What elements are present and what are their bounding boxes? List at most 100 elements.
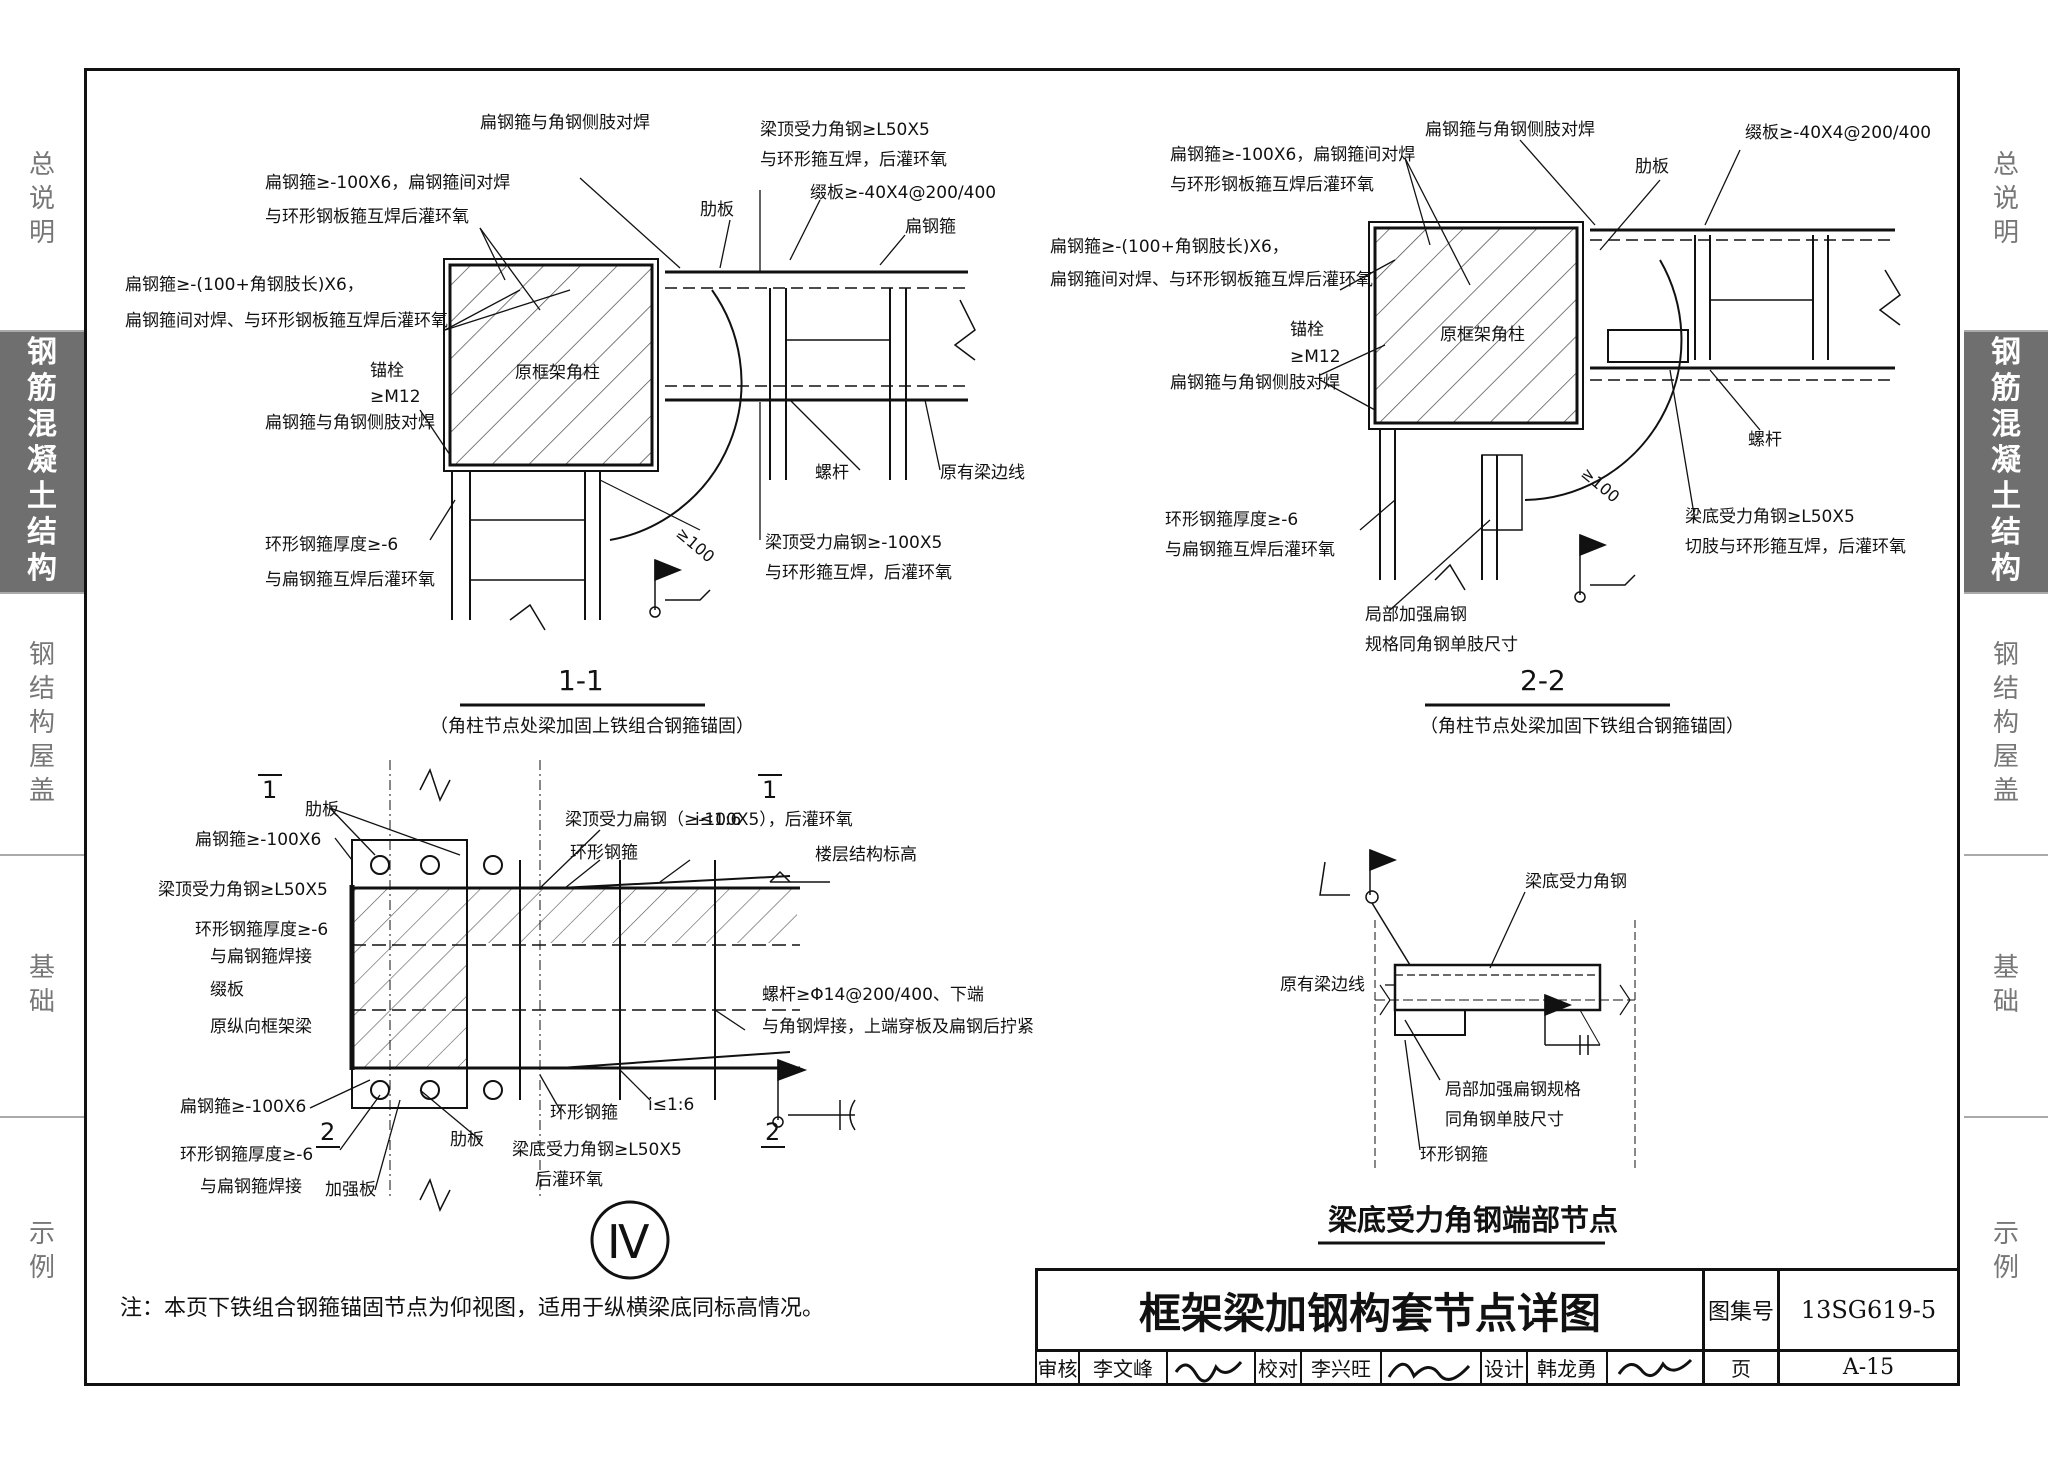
check-label: 校对 xyxy=(1254,1349,1302,1386)
sidebar-tab-char: 筋 xyxy=(27,371,57,406)
sidebar-tab-char: 钢 xyxy=(27,335,57,370)
sidebar-tab-char: 筋 xyxy=(1991,371,2021,406)
sidebar-tab-char: 础 xyxy=(1992,987,2019,1017)
sidebar-tab: 总说明 xyxy=(1964,68,2048,330)
s22-label: 切肢与环形箍互焊，后灌环氧 xyxy=(1685,537,1906,557)
s11-label: 螺杆 xyxy=(815,463,849,483)
s11-label: 扁钢箍与角钢侧肢对焊 xyxy=(265,413,435,433)
footnote: 注：本页下铁组合钢箍锚固节点为仰视图，适用于纵横梁底同标高情况。 xyxy=(120,1296,825,1321)
sidebar-tab-char: 明 xyxy=(1992,218,2019,248)
review-label: 审核 xyxy=(1035,1349,1080,1386)
reviewer-signature xyxy=(1166,1349,1256,1386)
designer-signature xyxy=(1606,1349,1705,1386)
d4-label: 与扁钢箍焊接 xyxy=(210,947,312,967)
sidebar-tab-char: 例 xyxy=(28,1253,55,1283)
s11-label: 扁钢箍与角钢侧肢对焊 xyxy=(480,113,650,133)
section-mark: 2 xyxy=(320,1118,335,1146)
atlas-number: 13SG619-5 xyxy=(1777,1268,1960,1352)
s11-label: 扁钢箍 xyxy=(905,217,956,237)
sidebar-tab-char: 构 xyxy=(28,708,55,738)
sidebar-divider xyxy=(1964,330,2048,332)
sidebar-tab-char: 总 xyxy=(1992,150,2019,180)
page-number: A-15 xyxy=(1777,1349,1960,1386)
section-2-2-title: 2-2 xyxy=(1520,664,1566,697)
sidebar-divider xyxy=(0,854,84,856)
sidebar-tab-char: 说 xyxy=(1992,184,2019,214)
checker-signature xyxy=(1380,1349,1482,1386)
s11-label: 原框架角柱 xyxy=(515,363,600,383)
d4-label: 梁底受力角钢≥L50X5 xyxy=(512,1140,682,1160)
sidebar-tab-char: 钢 xyxy=(1992,640,2019,670)
sidebar-tab-char: 基 xyxy=(28,953,55,983)
s22-label: 规格同角钢单肢尺寸 xyxy=(1365,635,1518,655)
column-outline-1 xyxy=(448,263,654,467)
d4-label: i≤1:6 xyxy=(695,810,741,830)
sidebar-tab-char: 构 xyxy=(1992,708,2019,738)
s11-label: 环形钢箍厚度≥-6 xyxy=(265,535,398,555)
sidebar-tab-char: 钢 xyxy=(1991,335,2021,370)
d4-label: 梁顶受力角钢≥L50X5 xyxy=(158,880,328,900)
s22-label: 螺杆 xyxy=(1748,430,1782,450)
d4-label: 与角钢焊接，上端穿板及扁钢后拧紧 xyxy=(762,1017,1034,1037)
sidebar-divider xyxy=(1964,854,2048,856)
sidebar-tab-char: 示 xyxy=(1992,1219,2019,1249)
sidebar-tab-char: 盖 xyxy=(1992,776,2019,806)
section-mark: 1 xyxy=(762,776,777,804)
sidebar-tab-char: 混 xyxy=(1991,407,2021,442)
sidebar-tab-char: 凝 xyxy=(27,443,57,478)
s22-label: 与环形钢板箍互焊后灌环氧 xyxy=(1170,175,1374,195)
d4-label: 环形钢箍厚度≥-6 xyxy=(180,1145,313,1165)
drawing-title: 框架梁加钢构套节点详图 xyxy=(1035,1268,1705,1352)
d4-label: 螺杆≥Φ14@200/400、下端 xyxy=(762,985,984,1005)
sidebar-tab: 总说明 xyxy=(0,68,84,330)
sidebar-tab: 示例 xyxy=(1964,1116,2048,1386)
end-node-label: 局部加强扁钢规格 xyxy=(1445,1080,1581,1100)
sidebar-divider xyxy=(0,1116,84,1118)
sidebar-tab: 钢结构屋盖 xyxy=(0,592,84,854)
s22-label: 缀板≥-40X4@200/400 xyxy=(1745,123,1931,143)
sidebar-tab-char: 础 xyxy=(28,987,55,1017)
sidebar-tab-char: 结 xyxy=(1991,515,2021,550)
s11-label: ≥100 xyxy=(672,524,718,567)
s11-label: 与环形箍互焊，后灌环氧 xyxy=(760,150,947,170)
sidebar-tab-char: 构 xyxy=(27,551,57,586)
sidebar-tab-char: 结 xyxy=(1992,674,2019,704)
section-1-1-subtitle: （角柱节点处梁加固上铁组合钢箍锚固） xyxy=(430,716,754,737)
end-node-label: 环形钢箍 xyxy=(1420,1145,1488,1165)
sidebar-tab-char: 结 xyxy=(27,515,57,550)
d4-label: 与扁钢箍焊接 xyxy=(200,1177,302,1197)
s22-label: 与扁钢箍互焊后灌环氧 xyxy=(1165,540,1335,560)
sidebar-tab-char: 土 xyxy=(27,479,57,514)
sidebar-tab-char: 说 xyxy=(28,184,55,214)
sidebar-divider xyxy=(0,592,84,594)
s22-label: 扁钢箍与角钢侧肢对焊 xyxy=(1170,373,1340,393)
section-2-2: 扁钢箍≥-100X6，扁钢箍间对焊 与环形钢板箍互焊后灌环氧 扁钢箍与角钢侧肢对… xyxy=(1050,120,1931,737)
s11-label: 扁钢箍≥-(100+角钢肢长)X6， xyxy=(125,275,364,295)
s11-label: 扁钢箍≥-100X6，扁钢箍间对焊 xyxy=(265,173,510,193)
d4-label: 原纵向框架梁 xyxy=(210,1017,312,1037)
end-node-label: 原有梁边线 xyxy=(1280,975,1365,995)
sidebar-divider xyxy=(1964,1116,2048,1118)
s22-label: 扁钢箍≥-100X6，扁钢箍间对焊 xyxy=(1170,145,1415,165)
page-label: 页 xyxy=(1702,1349,1780,1386)
end-node-detail: 梁底受力角钢 原有梁边线 局部加强扁钢规格 同角钢单肢尺寸 环形钢箍 梁底受力角… xyxy=(1280,848,1636,1245)
end-node-title: 梁底受力角钢端部节点 xyxy=(1328,1203,1618,1237)
s22-label: 扁钢箍间对焊、与环形钢板箍互焊后灌环氧 xyxy=(1050,270,1373,290)
d4-label: 扁钢箍≥-100X6 xyxy=(180,1097,306,1117)
sidebar-tab-char: 构 xyxy=(1991,551,2021,586)
d4-label: 扁钢箍≥-100X6 xyxy=(195,830,321,850)
sidebar-divider xyxy=(1964,592,2048,594)
sidebar-tab-char: 凝 xyxy=(1991,443,2021,478)
atlas-label: 图集号 xyxy=(1702,1268,1780,1352)
end-node-label: 梁底受力角钢 xyxy=(1525,872,1627,892)
reviewer-name: 李文峰 xyxy=(1078,1349,1168,1386)
s11-label: 锚栓 xyxy=(370,361,404,381)
sidebar-tab-char: 盖 xyxy=(28,776,55,806)
sidebar-tab: 钢筋混凝土结构 xyxy=(1964,330,2048,592)
title-block: 框架梁加钢构套节点详图 图集号 13SG619-5 审核 李文峰 校对 李兴旺 … xyxy=(1035,1268,1960,1386)
s11-label: 与环形钢板箍互焊后灌环氧 xyxy=(265,207,469,227)
section-mark: 1 xyxy=(262,776,277,804)
weld-flag-symbol xyxy=(649,558,711,618)
sidebar-tab: 基础 xyxy=(0,854,84,1116)
